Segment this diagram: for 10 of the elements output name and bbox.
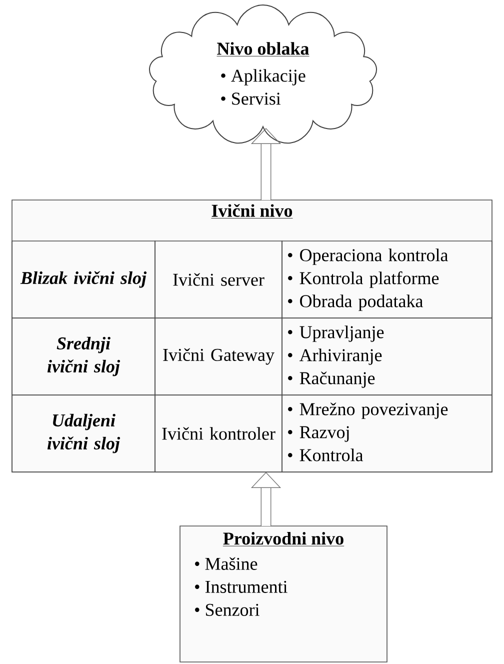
table-cell: • Mrežno povezivanje • Razvoj • Kontrola <box>282 394 492 472</box>
table-cell: Srednji ivični sloj <box>12 318 156 396</box>
table-cell: • Operaciona kontrola • Kontrola platforme • Obrada podataka <box>282 240 492 318</box>
table-cell: Udaljeni ivični sloj <box>12 394 156 472</box>
table-cell: • Upravljanje • Arhiviranje • Računanje <box>282 318 492 396</box>
table-cell: Blizak ivični sloj <box>12 240 156 318</box>
table-cell: Ivični Gateway <box>154 318 282 396</box>
level-box: Proizvodni nivo • Mašine • Instrumenti • Senzori <box>180 526 388 662</box>
table-cell: Ivični server <box>154 240 282 318</box>
table-cell: Ivični kontroler <box>154 394 282 472</box>
